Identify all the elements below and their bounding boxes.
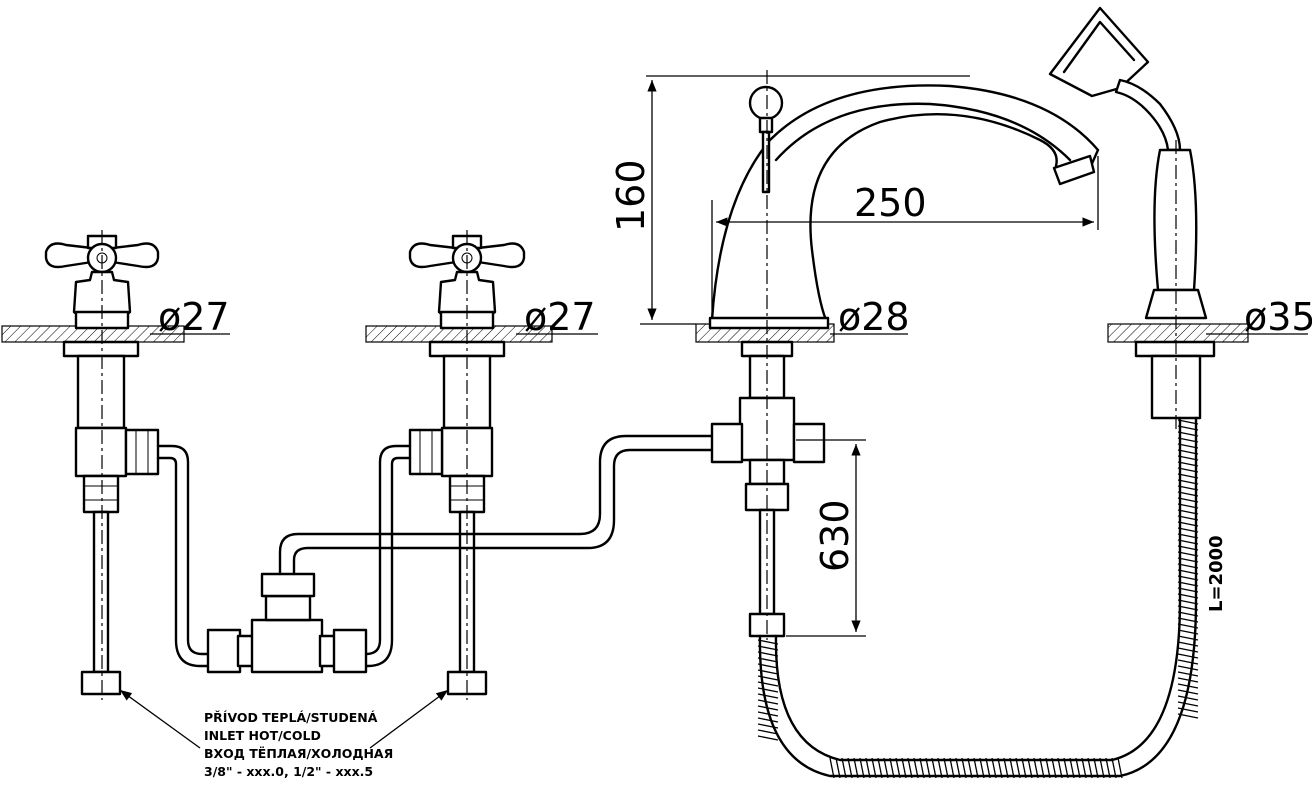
spout-inlet-nut [710, 422, 744, 464]
hot-valve-diameter-label: ø27 [158, 295, 230, 339]
shower-hose [757, 416, 1199, 779]
spout-body [710, 84, 1100, 322]
spout-diameter-label: ø28 [838, 295, 910, 339]
shower-neck [1114, 78, 1182, 152]
hose-drop-label: 630 [813, 499, 857, 572]
cold-valve-diameter-label: ø27 [524, 295, 596, 339]
hose-length-label: L=2000 [1206, 535, 1227, 612]
hot-handle-left-arm [44, 242, 94, 269]
tee-cold-nut [332, 628, 368, 674]
dimension-lines [119, 75, 1308, 749]
hot-handle-right-arm [110, 242, 160, 269]
inlet-note-line-4: 3/8" - xxx.0, 1/2" - xxx.5 [204, 764, 373, 779]
inlet-note-line-2: INLET HOT/COLD [204, 728, 321, 743]
mixing-pipes [156, 434, 718, 674]
shower-head [1048, 6, 1150, 98]
diverter-knob [748, 85, 784, 121]
cold-handle-left-arm [408, 242, 458, 269]
hot-connector [82, 474, 120, 514]
hot-supply-nut [80, 670, 122, 696]
hot-nut [62, 340, 140, 358]
hot-body [76, 354, 126, 430]
inlet-note-line-1: PŘÍVOD TEPLÁ/STUDENÁ [204, 710, 378, 725]
inlet-note-line-3: ВХОД ТЁПЛАЯ/ХОЛОДНАЯ [204, 746, 393, 761]
spout-tip [1052, 154, 1096, 186]
inlet-note: PŘÍVOD TEPLÁ/STUDENÁ INLET HOT/COLD ВХОД… [204, 710, 393, 779]
hot-valve [1, 230, 185, 700]
tee-hot-nut [206, 628, 242, 674]
hot-elbow [74, 426, 128, 478]
shower-diameter-label: ø35 [1244, 295, 1312, 339]
cold-side-outlet [408, 428, 444, 476]
tee-body [250, 618, 324, 674]
spout-reach-label: 250 [854, 181, 927, 225]
shower-handle [1153, 148, 1198, 292]
cold-handle-right-arm [476, 242, 526, 269]
shower-nut [1134, 340, 1216, 358]
spout [695, 70, 1100, 640]
shower-deck [1107, 323, 1249, 343]
hot-supply-pipe [92, 510, 110, 674]
spout-height-label: 160 [609, 159, 653, 232]
hot-side-outlet [124, 428, 160, 476]
spout-outlet-nut [792, 422, 826, 464]
tee-top-nut [260, 572, 316, 598]
hand-shower [1048, 6, 1249, 430]
hose-coil [757, 419, 1199, 779]
